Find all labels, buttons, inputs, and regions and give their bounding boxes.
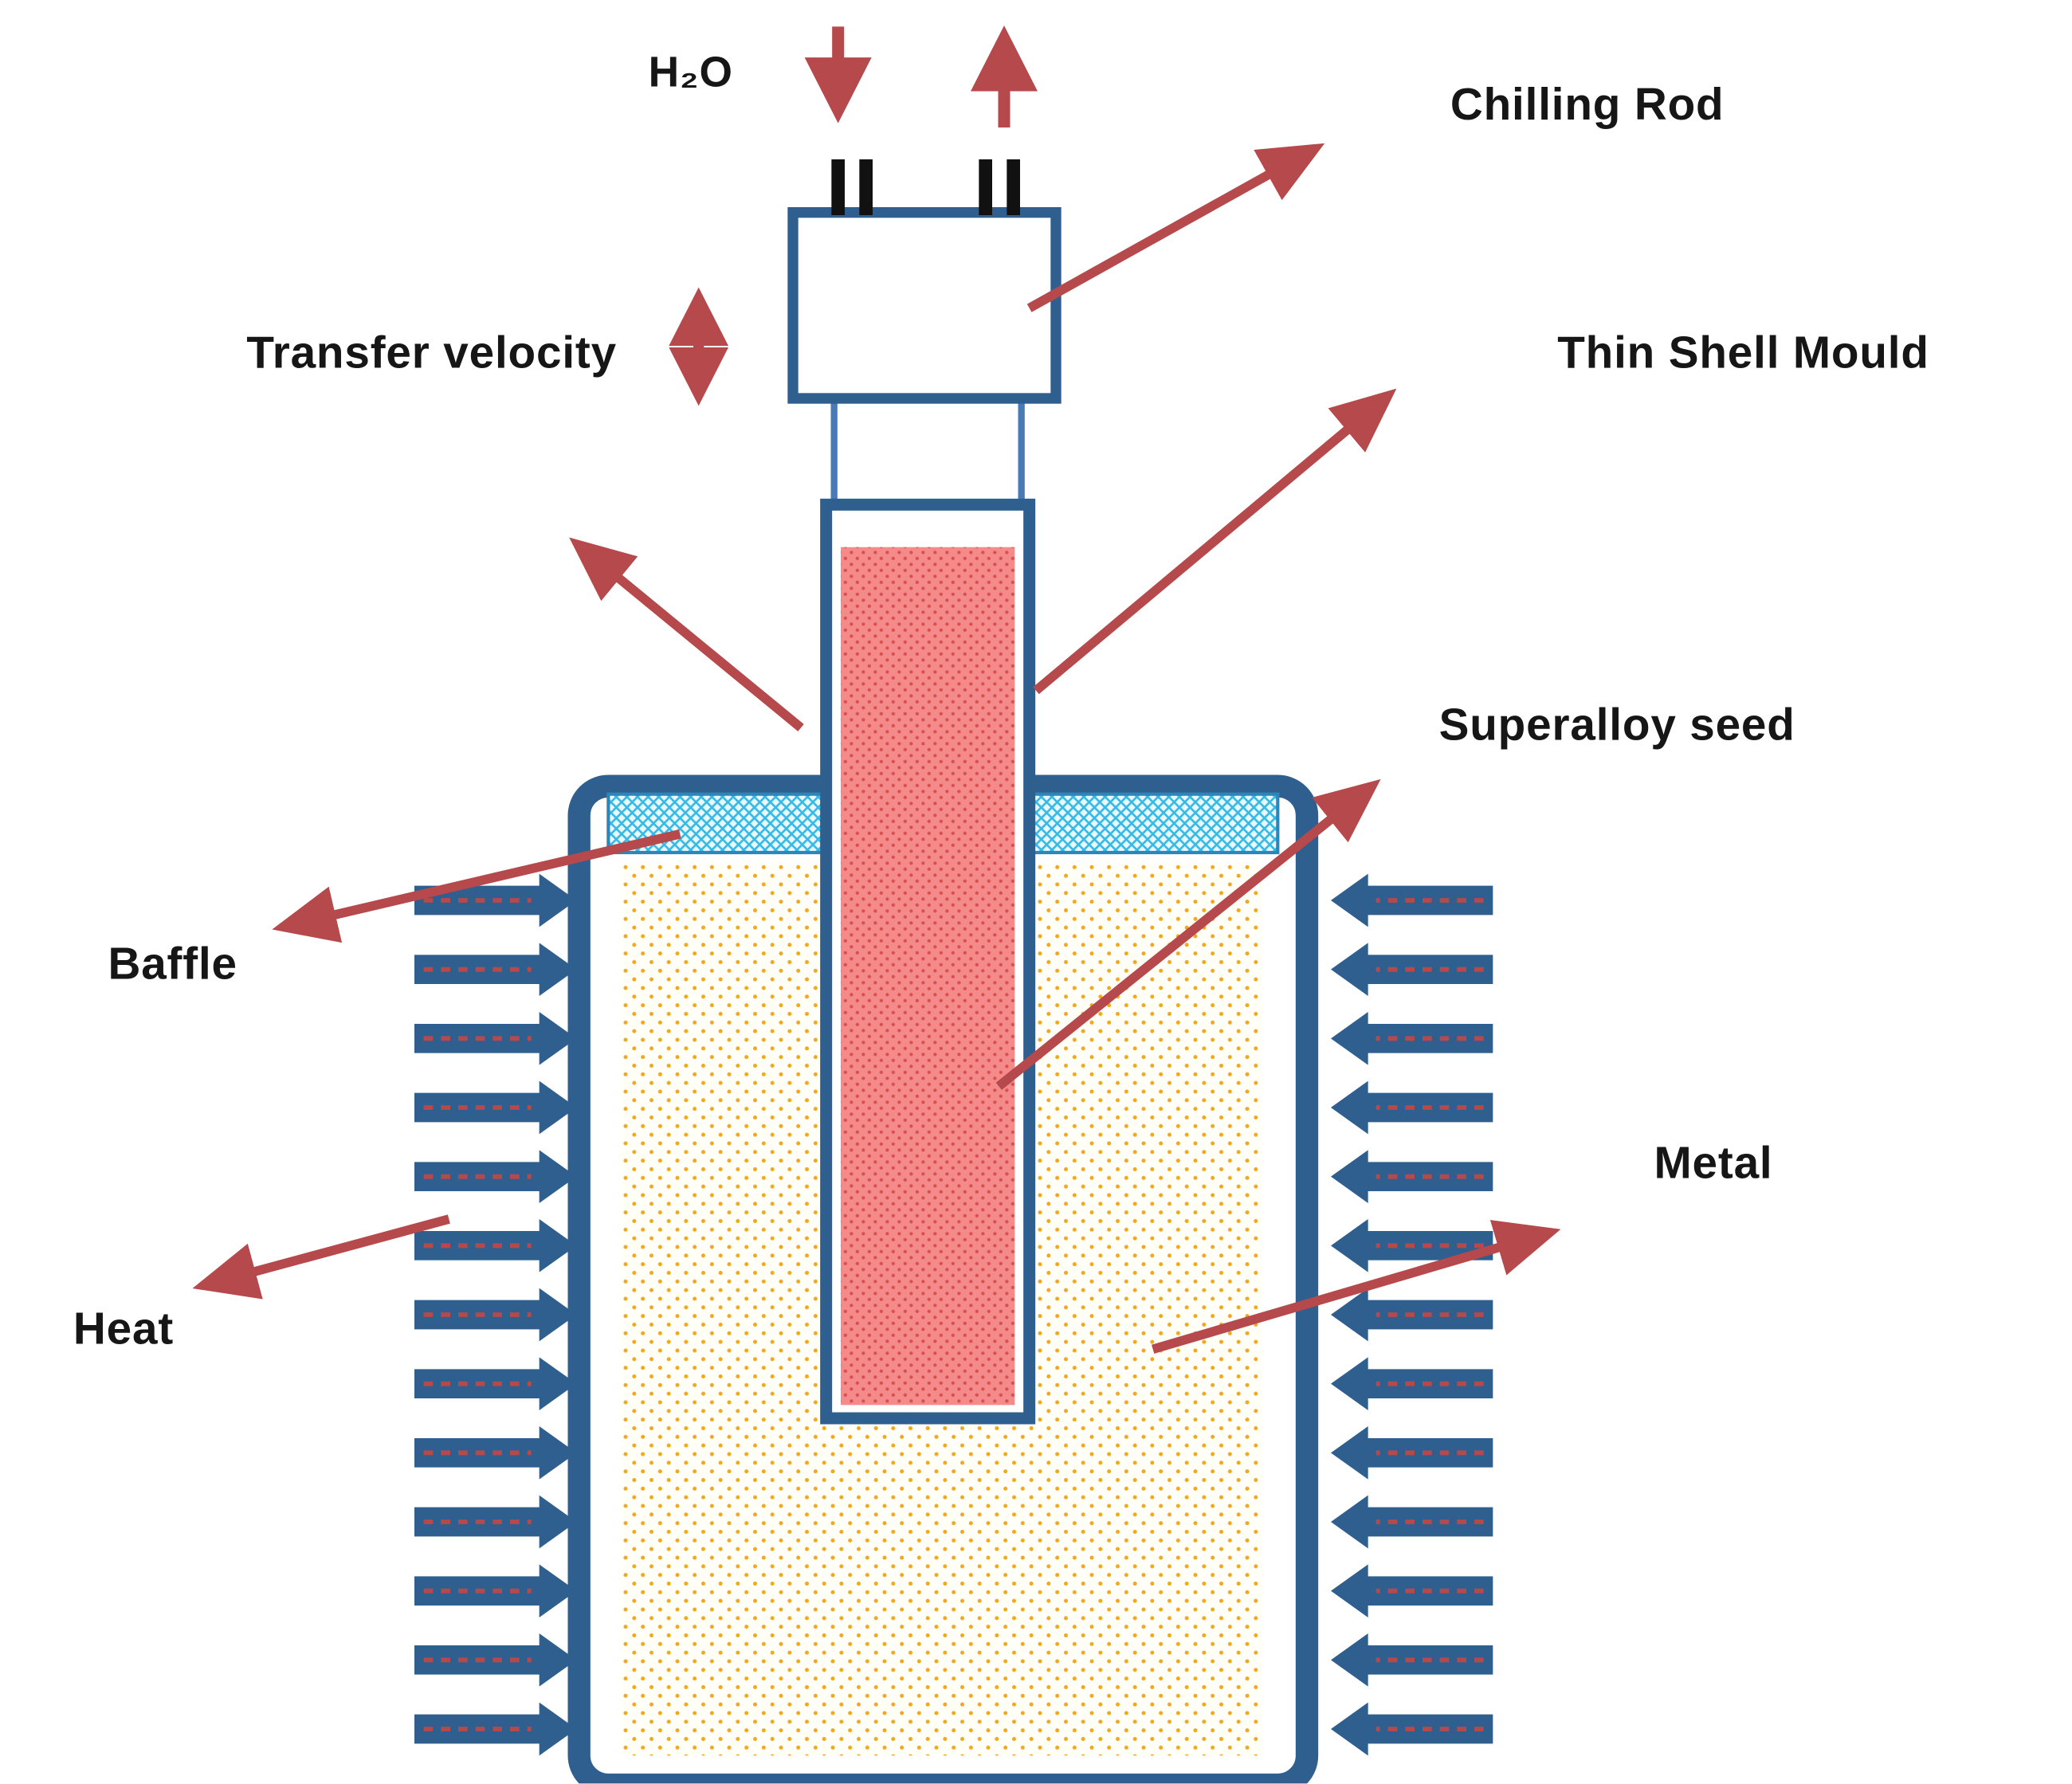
label-heat: Heat <box>73 1304 175 1355</box>
chilling-rod-pointer-arrow <box>1026 143 1325 312</box>
water-pipe <box>1007 159 1021 216</box>
label-metal: Metal <box>1654 1138 1773 1189</box>
water-pipes <box>831 159 1021 216</box>
heat-arrows-left <box>414 874 576 1756</box>
metal-pointer-arrow <box>1152 1220 1561 1354</box>
seed-fill <box>841 547 1015 1406</box>
label-h2o: H₂O <box>648 48 733 96</box>
baffle-pointer-arrow <box>272 829 681 943</box>
thin-shell-mould-pointer-arrow <box>1033 388 1397 695</box>
heat-arrows-right <box>1331 874 1493 1756</box>
mould-neck <box>830 392 1025 514</box>
superalloy-seed-pointer-arrow <box>995 778 1381 1090</box>
label-thin-shell-mould: Thin Shell Mould <box>1557 327 1929 379</box>
chilling-rod-box <box>787 207 1062 404</box>
water-pipe <box>831 159 846 216</box>
label-chilling-rod: Chilling Rod <box>1450 80 1725 131</box>
heat-pointer-arrow <box>192 1214 450 1300</box>
water-pipe <box>859 159 873 216</box>
label-superalloy-seed: Superalloy seed <box>1438 700 1795 751</box>
label-baffle: Baffle <box>108 939 237 990</box>
thin-shell-mould-pointer-left <box>569 537 804 731</box>
water-pipe <box>979 159 993 216</box>
label-transfer-velocity: Transfer velocity <box>246 327 617 379</box>
